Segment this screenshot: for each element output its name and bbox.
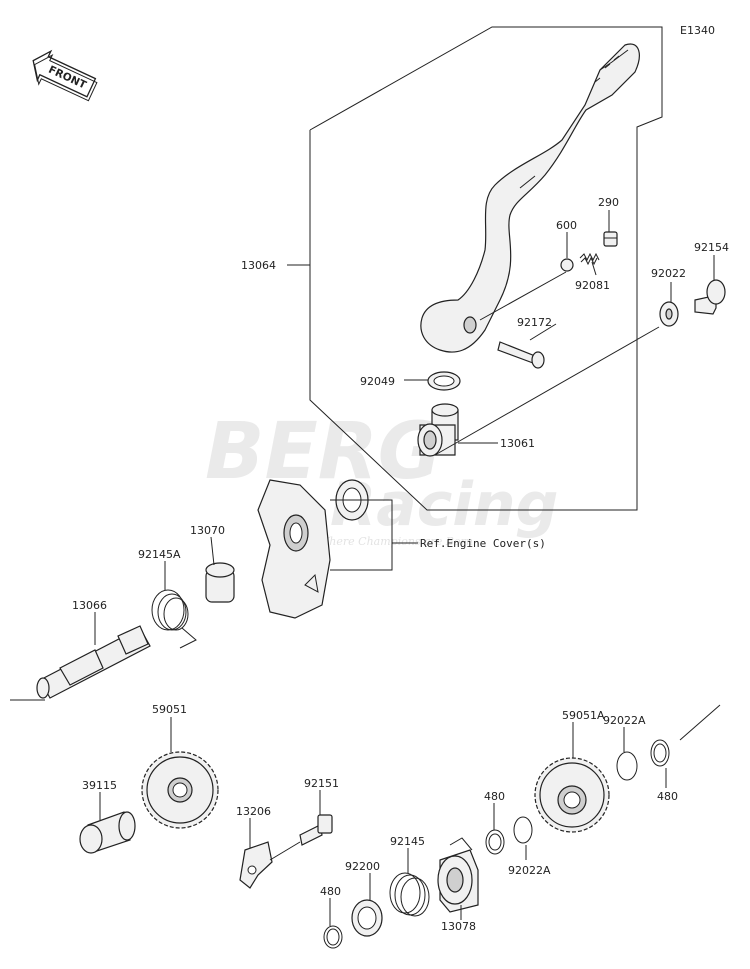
part-label-600: 600 — [556, 219, 577, 232]
circlip-480-mid — [485, 829, 505, 855]
washer-92200 — [351, 899, 383, 937]
part-label-480-mid: 480 — [484, 790, 505, 803]
part-label-92200: 92200 — [345, 860, 380, 873]
part-label-92081: 92081 — [575, 279, 610, 292]
part-label-39115: 39115 — [82, 779, 117, 792]
part-label-480-right: 480 — [657, 790, 678, 803]
part-label-290: 290 — [598, 196, 619, 209]
spring-92081 — [579, 252, 600, 266]
watermark: BERG Racing Where Champions are Born — [205, 407, 559, 548]
circlip-480-left — [323, 925, 343, 949]
part-label-92145A: 92145A — [138, 548, 181, 561]
stopper-13206 — [239, 841, 273, 889]
group-outline — [287, 26, 663, 511]
gear-59051A — [534, 757, 610, 833]
ball-600 — [560, 258, 574, 272]
bolt-92172 — [497, 341, 545, 369]
kick-lever — [420, 43, 640, 353]
shaft-13066 — [36, 625, 151, 699]
leader-lines — [94, 210, 715, 926]
part-label-92022A-top: 92022A — [603, 714, 646, 727]
axis-line-right — [679, 704, 721, 741]
front-arrow-icon: FRONT — [32, 49, 98, 102]
collar-13070 — [205, 562, 235, 603]
part-label-13061: 13061 — [500, 437, 535, 450]
part-label-59051: 59051 — [152, 703, 187, 716]
boss-13061 — [417, 403, 459, 457]
part-label-92151: 92151 — [304, 777, 339, 790]
part-label-13078: 13078 — [441, 920, 476, 933]
part-label-13070: 13070 — [190, 524, 225, 537]
washer-92022 — [659, 301, 679, 327]
reference-note: Ref.Engine Cover(s) — [420, 537, 546, 550]
part-label-92022A-bottom: 92022A — [508, 864, 551, 877]
cover-bracket — [330, 499, 393, 571]
part-label-92145: 92145 — [390, 835, 425, 848]
gear-59051 — [141, 751, 219, 829]
bolt-92154 — [694, 279, 726, 315]
ratchet-13078 — [437, 837, 479, 913]
watermark-brand: BERG — [205, 407, 442, 497]
part-label-13064: 13064 — [241, 259, 276, 272]
bushing-39115 — [79, 811, 136, 854]
part-label-92154: 92154 — [694, 241, 729, 254]
plug-290 — [603, 231, 618, 247]
spring-92145A — [151, 589, 197, 649]
part-label-92172: 92172 — [517, 316, 552, 329]
washer-92022A-bottom — [513, 816, 533, 844]
part-label-13206: 13206 — [236, 805, 271, 818]
bolt-92151 — [299, 814, 333, 846]
part-label-13066: 13066 — [72, 599, 107, 612]
watermark-tagline: Where Champions are Born — [318, 535, 473, 548]
spring-92145 — [389, 872, 430, 917]
part-label-92049: 92049 — [360, 375, 395, 388]
washer-92022A-top — [616, 751, 638, 781]
engine-cover — [257, 479, 331, 619]
part-label-92022: 92022 — [651, 267, 686, 280]
part-label-480-left: 480 — [320, 885, 341, 898]
ring-92049 — [427, 371, 461, 391]
part-label-59051A: 59051A — [562, 709, 605, 722]
diagram-code: E1340 — [680, 24, 715, 37]
circlip-480-right — [650, 739, 670, 767]
part-labels: 13064 600 290 92081 92022 92154 92172 92… — [72, 196, 729, 933]
